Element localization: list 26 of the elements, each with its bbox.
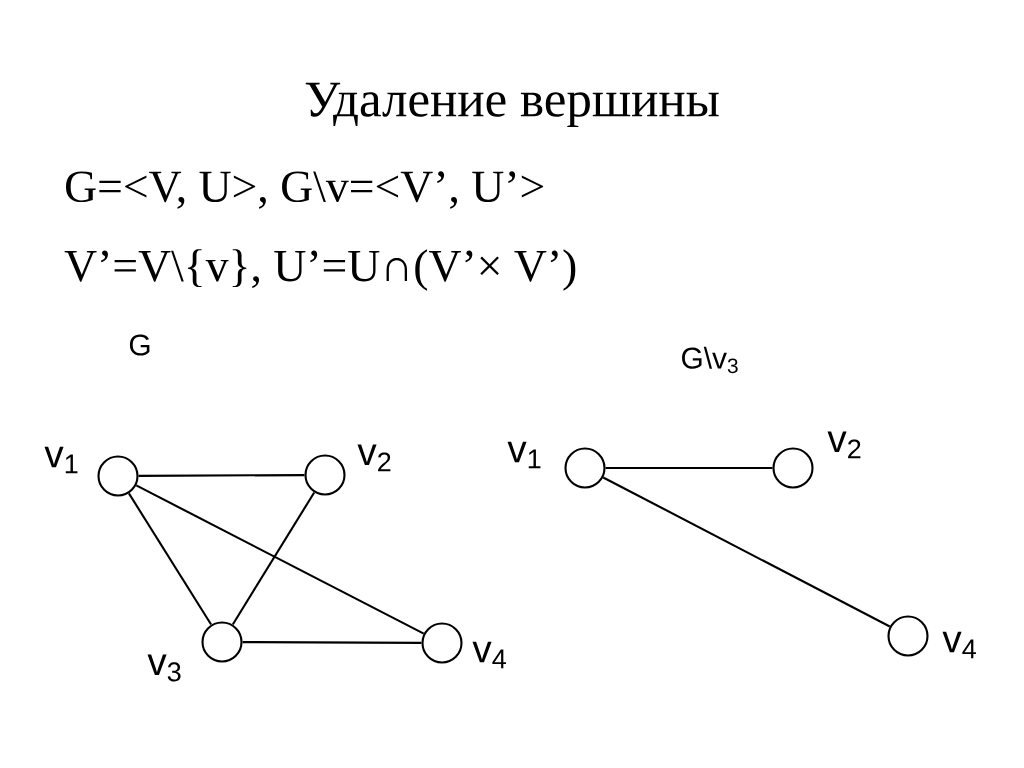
vertex-label: v$_{4}$	[472, 641, 506, 669]
vertex-circle	[887, 615, 929, 657]
vertex-label: v$_{2}$	[827, 431, 861, 459]
formula-text: G=<V, U>, G\v=<V’, U’>	[66, 171, 544, 209]
vertex-label: v$_{3}$	[147, 654, 181, 682]
vertex-circle	[564, 447, 606, 489]
vertex-label: v$_{2}$	[357, 444, 391, 472]
graph-label: G\v$_{3}$	[682, 346, 738, 374]
vertex-circle	[772, 447, 814, 489]
edge-line	[605, 466, 773, 470]
graph-label: G	[129, 334, 150, 356]
edge-line	[138, 474, 305, 477]
vertex-circle	[304, 454, 346, 496]
vertex-circle	[97, 455, 139, 497]
vertex-label: v$_{1}$	[507, 441, 541, 469]
edge-line	[602, 476, 891, 628]
vertex-circle	[421, 622, 463, 664]
edge-line	[128, 492, 212, 626]
vertex-label: v$_{1}$	[44, 446, 78, 474]
formula-text: V’=V\{v}, U’=U∩(V’× V’)	[64, 249, 576, 291]
edge-line	[231, 491, 316, 626]
vertex-circle	[201, 621, 243, 663]
vertex-label: v$_{4}$	[942, 631, 976, 659]
edge-line	[242, 641, 422, 644]
slide-title: Удаление вершины	[305, 82, 719, 128]
edge-line	[135, 484, 425, 635]
